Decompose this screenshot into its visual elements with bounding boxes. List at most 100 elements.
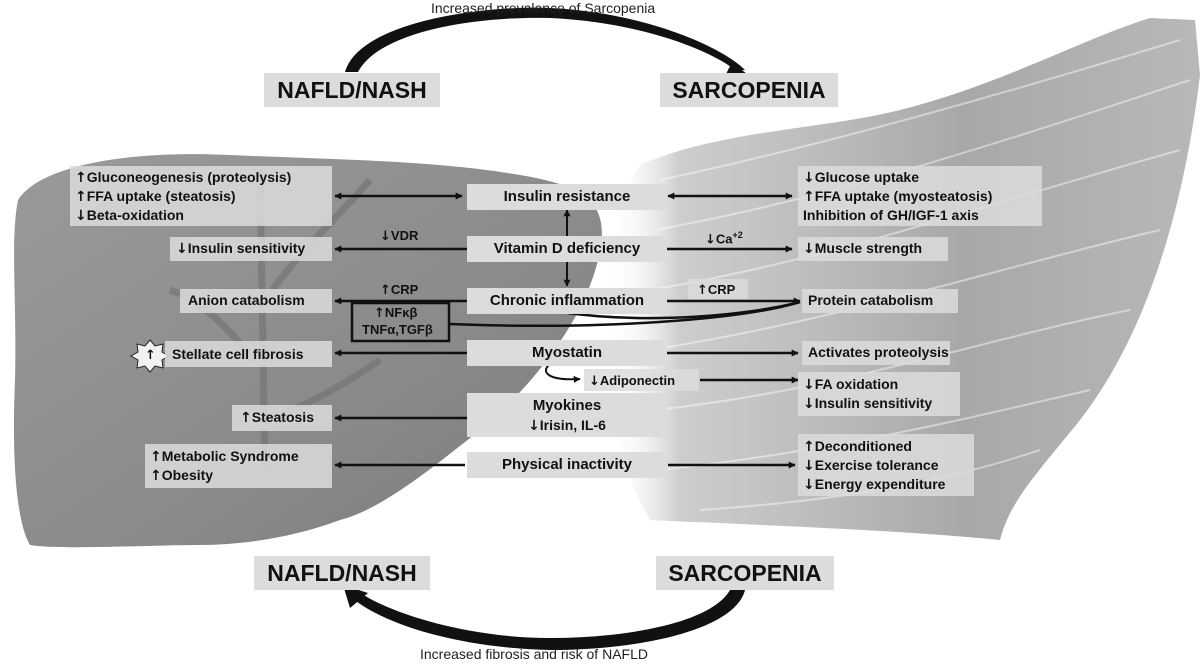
myokines-sub: ↓Irisin, IL-6 — [467, 416, 667, 436]
muscle-exercise-tolerance: ↓Exercise tolerance — [803, 456, 938, 476]
down-arrow-icon: ↓ — [528, 418, 540, 434]
adiponectin-text: Adiponectin — [599, 373, 676, 388]
myostatin-box — [467, 340, 667, 366]
liver-metabolic-box — [145, 444, 332, 488]
top-curved-arrow — [345, 7, 745, 72]
up-arrow-icon: ↑ — [380, 283, 391, 298]
arrow-myostatin-adiponectin — [544, 363, 581, 383]
muscle-deconditioned: ↑Deconditioned — [803, 437, 912, 457]
up-arrow-icon: ↑ — [240, 410, 252, 426]
muscle-insulin-sensitivity-text: Insulin sensitivity — [814, 395, 933, 411]
tnf-label: TNFα,TGFβ — [362, 322, 433, 337]
liver-steatosis-text: Steatosis — [251, 409, 314, 425]
top-right-label-box — [660, 73, 838, 107]
ca-label: ↓Ca+2 — [705, 226, 743, 249]
nfkb-label: ↑NFκβ — [374, 304, 417, 322]
muscle-glucose-uptake-text: Glucose uptake — [814, 169, 919, 185]
myokines-label: Myokines — [532, 397, 602, 414]
top-left-label-box — [264, 73, 440, 107]
muscle-proteolysis-box — [802, 341, 950, 365]
liver-steatosis: ↑Steatosis — [240, 408, 314, 428]
liver-gluconeogenesis-text: Gluconeogenesis (proteolysis) — [86, 169, 292, 185]
liver-obesity-text: Obesity — [161, 467, 214, 483]
liver-metabolic-text: Metabolic Syndrome — [161, 448, 299, 464]
liver-stellate-box — [165, 341, 332, 367]
liver-ffa-uptake-text: FFA uptake (steatosis) — [86, 188, 236, 204]
liver-obesity: ↑Obesity — [150, 466, 213, 486]
curve-tnf-protein — [449, 300, 801, 327]
liver-insulin-sensitivity: ↓Insulin sensitivity — [176, 239, 305, 259]
up-arrow-icon: ↑ — [697, 283, 708, 298]
liver-beta-oxidation: ↓Beta-oxidation — [75, 206, 184, 226]
vdr-label: ↓VDR — [380, 226, 418, 246]
bottom-curved-arrow — [352, 590, 745, 650]
down-arrow-icon: ↓ — [705, 232, 716, 248]
vitamin-d-box — [467, 236, 667, 262]
liver-metabolism-box — [70, 166, 332, 226]
top-caption: Increased prevalence of Sarcopenia — [431, 0, 656, 16]
up-arrow-icon: ↑ — [145, 348, 156, 363]
top-nafld-label: NAFLD/NASH — [277, 77, 427, 103]
nfkb-text: NFκβ — [384, 305, 418, 320]
down-arrow-icon: ↓ — [803, 241, 815, 257]
myokines-box — [467, 393, 667, 437]
up-arrow-icon: ↑ — [150, 468, 162, 484]
liver-insulin-box — [170, 237, 332, 261]
down-arrow-icon: ↓ — [75, 208, 87, 224]
liver-anion-catabolism: Anion catabolism — [188, 292, 305, 308]
top-sarcopenia-label: SARCOPENIA — [672, 77, 826, 103]
stellate-up-arrow: ↑ — [145, 345, 156, 365]
bottom-left-label-box — [254, 556, 430, 590]
down-arrow-icon: ↓ — [803, 458, 815, 474]
inactivity-label: Physical inactivity — [501, 456, 633, 473]
crp-left-label: ↑CRP — [380, 280, 418, 300]
vdr-text: VDR — [390, 228, 419, 243]
crp-left-text: CRP — [390, 282, 419, 297]
liver-stellate-fibrosis: Stellate cell fibrosis — [172, 346, 304, 362]
crp-right-box — [688, 279, 748, 299]
liver-insulin-sensitivity-text: Insulin sensitivity — [187, 240, 306, 256]
muscle-gh-axis: Inhibition of GH/IGF-1 axis — [803, 207, 979, 223]
down-arrow-icon: ↓ — [803, 377, 815, 393]
muscle-protein-catabolism: Protein catabolism — [808, 292, 934, 308]
muscle-fa-oxidation-text: FA oxidation — [814, 376, 899, 392]
liver-ffa-uptake: ↑FFA uptake (steatosis) — [75, 187, 236, 207]
liver-beta-oxidation-text: Beta-oxidation — [86, 207, 184, 223]
down-arrow-icon: ↓ — [176, 241, 188, 257]
up-arrow-icon: ↑ — [803, 439, 815, 455]
muscle-insulin-sensitivity: ↓Insulin sensitivity — [803, 394, 932, 414]
muscle-energy-text: Energy expenditure — [814, 476, 946, 492]
muscle-ffa-uptake: ↑FFA uptake (myosteatosis) — [803, 187, 992, 207]
muscle-strength: ↓Muscle strength — [803, 239, 922, 259]
bottom-sarcopenia-label: SARCOPENIA — [668, 560, 822, 586]
up-arrow-icon: ↑ — [150, 449, 162, 465]
liver-steatosis-box — [232, 405, 332, 431]
myokines-sub-label: Irisin, IL-6 — [539, 417, 606, 433]
muscle-activity-box — [798, 434, 974, 496]
bottom-right-label-box — [656, 556, 834, 590]
crp-right-text: CRP — [707, 282, 736, 297]
down-arrow-icon: ↓ — [380, 229, 391, 244]
adiponectin-box — [584, 369, 699, 391]
vitamin-d-label: Vitamin D deficiency — [493, 240, 641, 257]
up-arrow-icon: ↑ — [803, 189, 815, 205]
muscle-strength-text: Muscle strength — [814, 240, 923, 256]
muscle-deconditioned-text: Deconditioned — [814, 438, 912, 454]
bottom-nafld-label: NAFLD/NASH — [267, 560, 417, 586]
inflammation-label: Chronic inflammation — [489, 292, 645, 309]
insulin-resistance-box — [467, 184, 667, 210]
up-arrow-icon: ↑ — [75, 189, 87, 205]
insulin-resistance-label: Insulin resistance — [503, 188, 631, 205]
liver-metabolic-syndrome: ↑Metabolic Syndrome — [150, 447, 299, 467]
myostatin-label: Myostatin — [531, 344, 602, 361]
adiponectin-label: ↓Adiponectin — [589, 371, 675, 391]
muscle-fa-oxidation: ↓FA oxidation — [803, 375, 898, 395]
up-arrow-icon: ↑ — [374, 306, 385, 321]
muscle-proteolysis: Activates proteolysis — [808, 344, 949, 360]
inactivity-box — [467, 452, 667, 478]
nfkb-box — [350, 301, 451, 343]
down-arrow-icon: ↓ — [803, 477, 815, 493]
liver-gluconeogenesis: ↑Gluconeogenesis (proteolysis) — [75, 168, 291, 188]
